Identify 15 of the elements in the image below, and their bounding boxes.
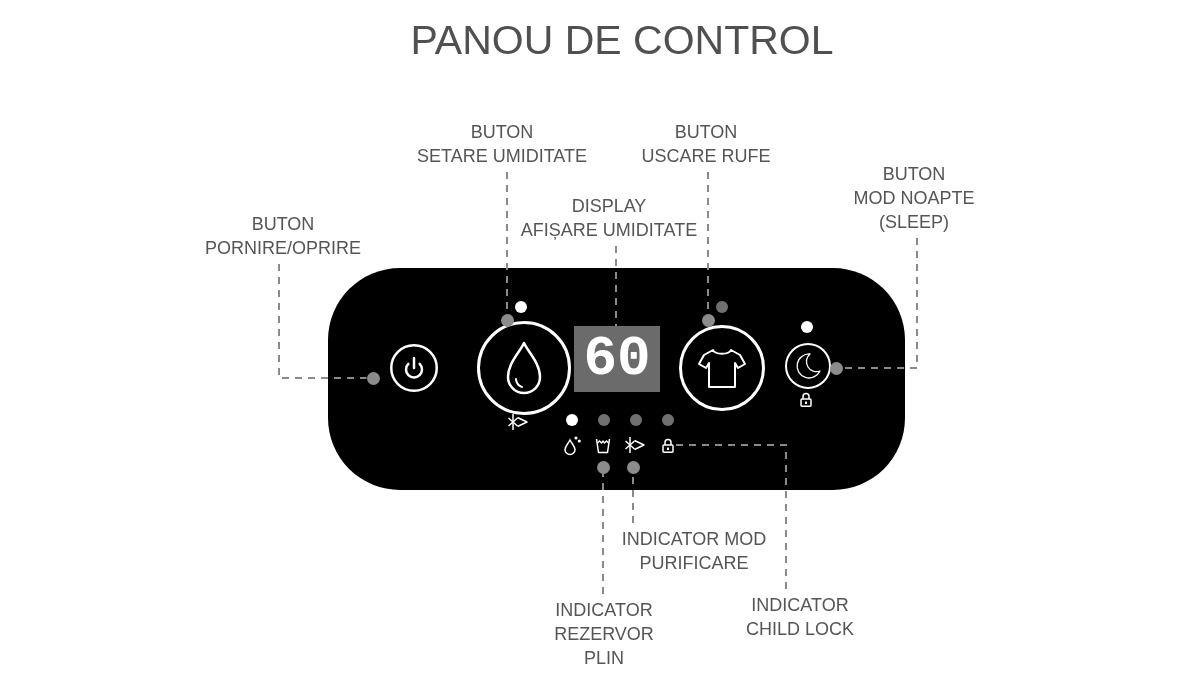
callout-label: BUTON USCARE RUFE <box>641 120 771 168</box>
callout-label: INDICATOR REZERVOR PLIN <box>554 598 654 670</box>
leader-line <box>602 472 604 595</box>
callout-label: INDICATOR CHILD LOCK <box>746 593 854 641</box>
diagram-title: PANOU DE CONTROL <box>410 16 834 64</box>
lock-icon <box>662 437 674 453</box>
callout-label: BUTON SETARE UMIDITATE <box>417 120 587 168</box>
leader-line <box>615 245 617 327</box>
callout-label: INDICATOR MOD PURIFICARE <box>621 527 767 575</box>
digital-display: 60 <box>574 326 660 392</box>
leader-line <box>278 263 368 379</box>
callout-label: BUTON MOD NOAPTE (SLEEP) <box>853 162 975 234</box>
leader-line <box>673 444 787 590</box>
callout-label: BUTON PORNIRE/OPRIRE <box>205 212 361 260</box>
callout-label: DISPLAY AFIȘARE UMIDITATE <box>520 194 698 242</box>
